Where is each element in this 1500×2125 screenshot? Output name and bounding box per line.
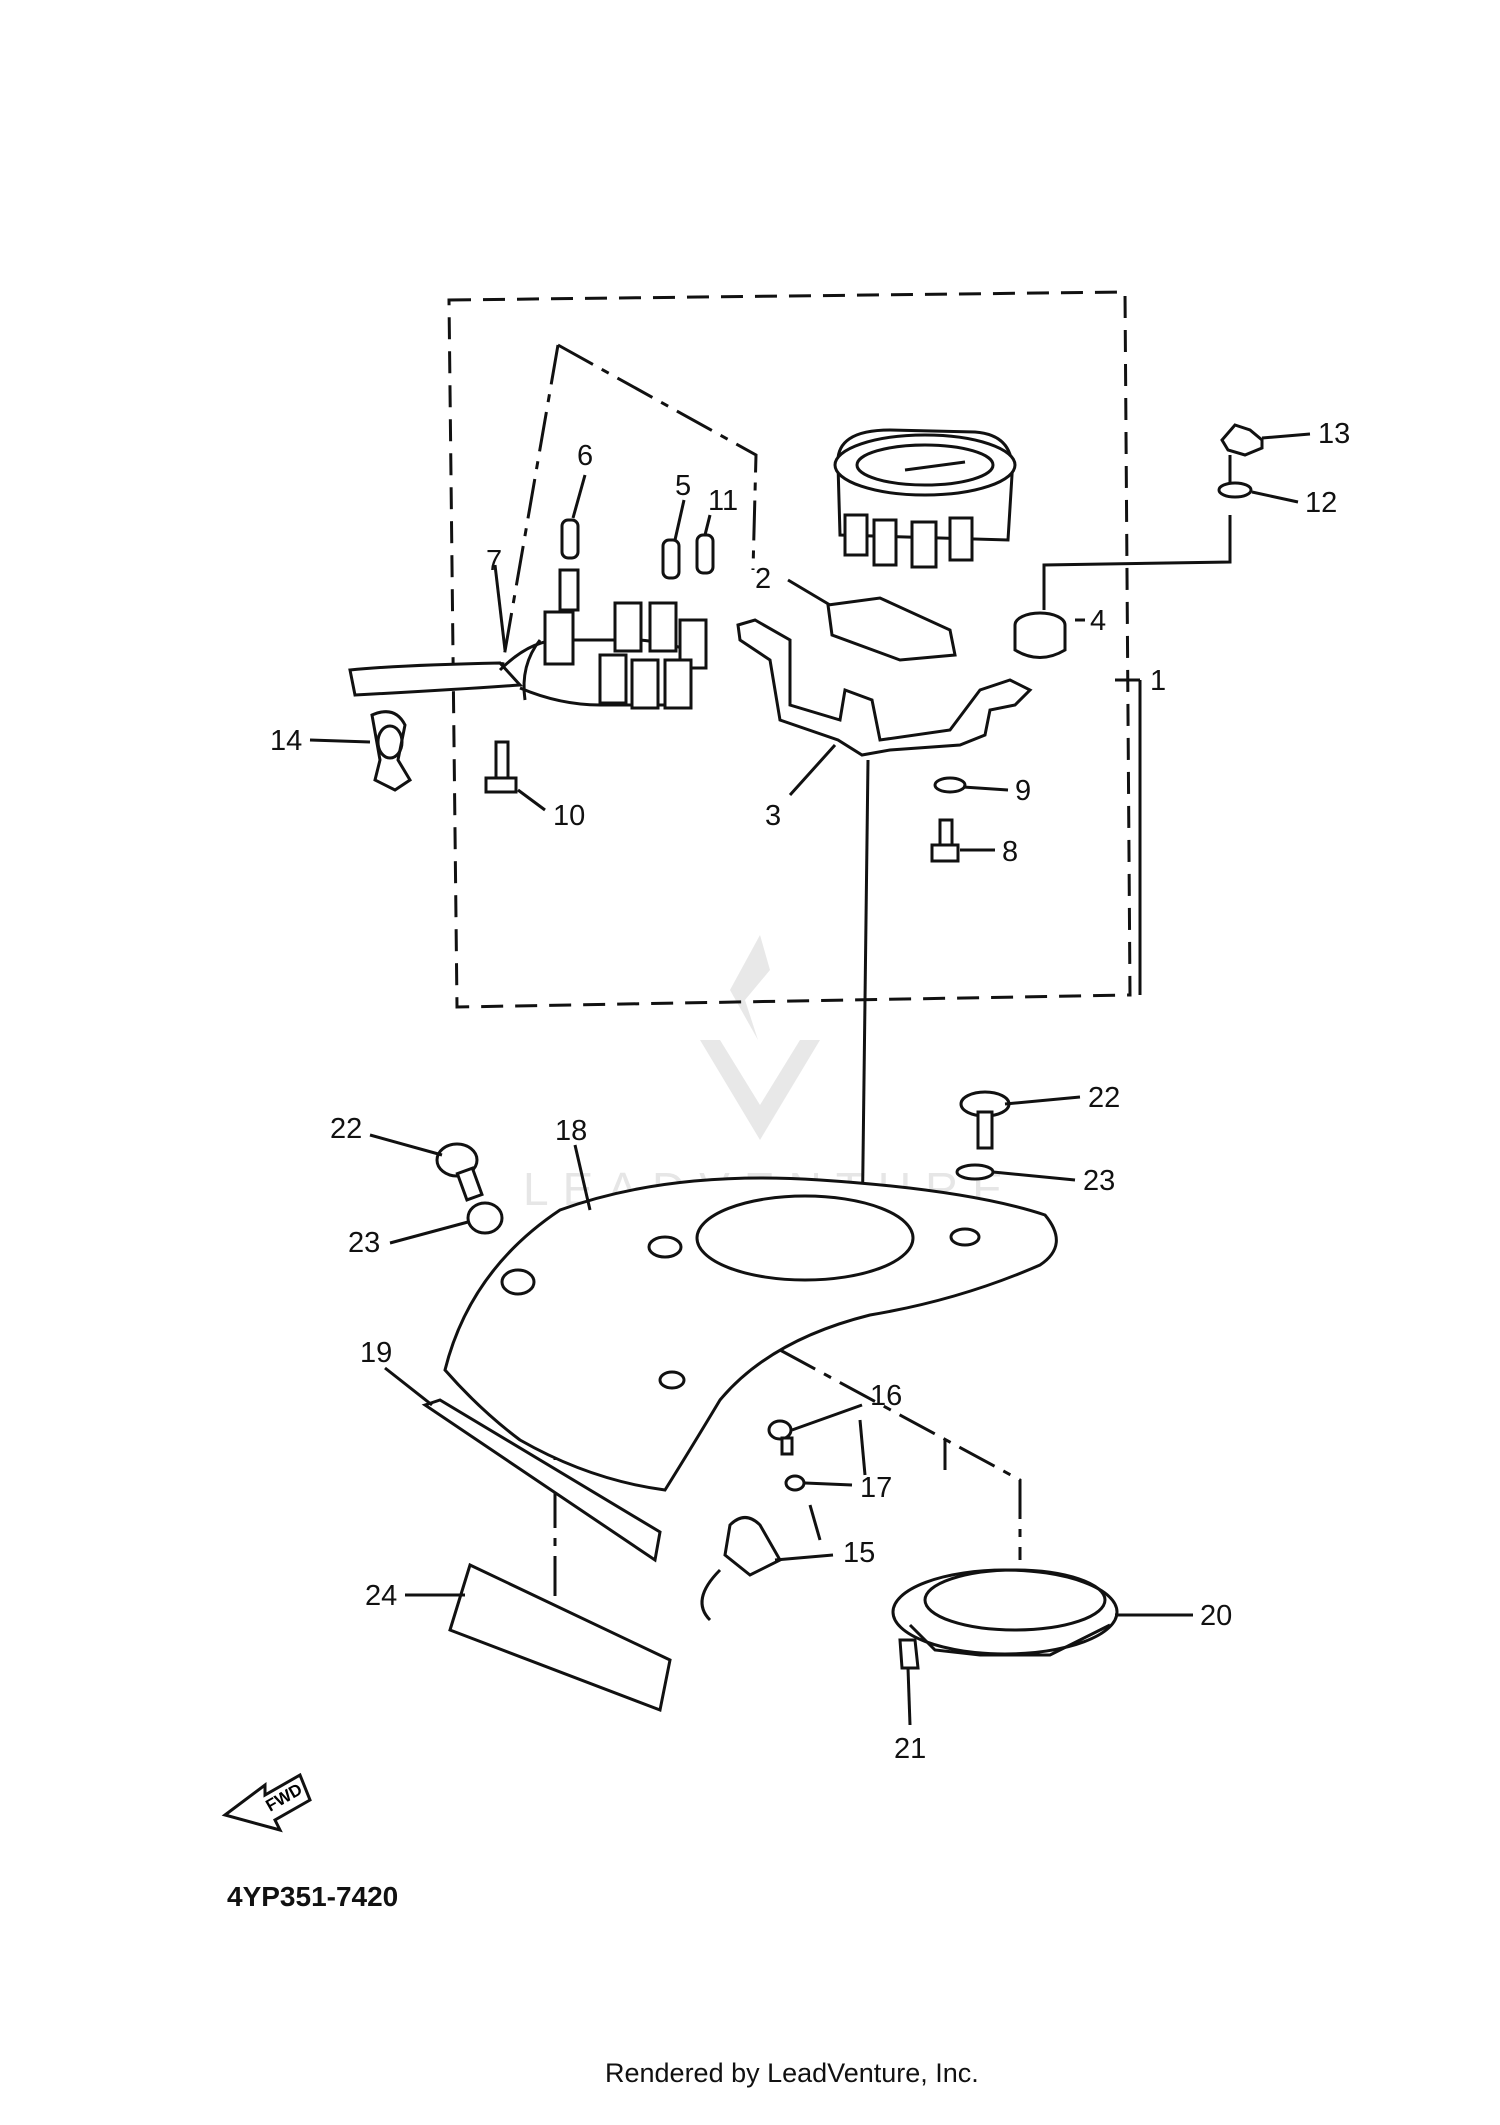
callout-4: 4 bbox=[1090, 605, 1106, 637]
callout-10: 10 bbox=[553, 800, 585, 832]
leadventure-watermark: LEADVENTURE bbox=[523, 935, 1003, 1215]
switch-part-15 bbox=[700, 1516, 783, 1622]
chain-line-right bbox=[779, 1348, 1022, 1560]
washer-part-23-right bbox=[955, 1163, 995, 1181]
cover-part-18 bbox=[443, 1176, 1058, 1492]
clamp-part-14 bbox=[370, 710, 413, 792]
callout-19: 19 bbox=[360, 1337, 392, 1369]
washer-part-23-left bbox=[466, 1201, 504, 1235]
callout-23-right: 23 bbox=[1083, 1165, 1115, 1197]
washer-part-12 bbox=[1217, 481, 1253, 499]
callout-20: 20 bbox=[1200, 1600, 1232, 1632]
nut-part-13 bbox=[1220, 423, 1264, 457]
diagram-code: 4YP351-7420 bbox=[227, 1881, 399, 1912]
callout-5: 5 bbox=[675, 470, 691, 502]
callout-3: 3 bbox=[765, 800, 781, 832]
leader-lines bbox=[808, 515, 1232, 1541]
callout-24: 24 bbox=[365, 1580, 397, 1612]
bolt-part-22-left bbox=[435, 1142, 484, 1202]
bolt-part-22-right bbox=[959, 1090, 1011, 1150]
callout-9: 9 bbox=[1015, 775, 1031, 807]
callout-12: 12 bbox=[1305, 487, 1337, 519]
bracket-part-3 bbox=[736, 618, 1033, 757]
callout-18: 18 bbox=[555, 1115, 587, 1147]
washer-part-17 bbox=[784, 1474, 806, 1492]
callout-16: 16 bbox=[870, 1380, 902, 1412]
footer-credit: Rendered by LeadVenture, Inc. bbox=[605, 2058, 979, 2088]
callout-15: 15 bbox=[843, 1537, 875, 1569]
meter-head bbox=[833, 428, 1017, 569]
plate-part-24 bbox=[448, 1562, 672, 1713]
callout-21: 21 bbox=[894, 1733, 926, 1765]
clip-part-21 bbox=[898, 1638, 920, 1670]
callout-13: 13 bbox=[1318, 418, 1350, 450]
screw-part-16 bbox=[767, 1419, 794, 1456]
washer-part-9 bbox=[933, 776, 967, 794]
bulb-harness bbox=[348, 518, 715, 710]
callout-14: 14 bbox=[270, 725, 302, 757]
ring-part-20 bbox=[891, 1568, 1119, 1657]
callout-11: 11 bbox=[708, 485, 738, 517]
callout-2: 2 bbox=[755, 563, 771, 595]
callout-23-left: 23 bbox=[348, 1227, 380, 1259]
grommet-part-4 bbox=[1013, 611, 1067, 659]
callout-17: 17 bbox=[860, 1472, 892, 1504]
chain-line-left bbox=[498, 344, 560, 681]
bolt-part-8 bbox=[930, 818, 960, 863]
callout-8: 8 bbox=[1002, 836, 1018, 868]
chain-line-top bbox=[557, 343, 758, 571]
callout-7: 7 bbox=[486, 545, 502, 577]
strip-part-19 bbox=[421, 1398, 662, 1563]
assembly-1-outline bbox=[447, 290, 1132, 1009]
screw-part-10 bbox=[484, 740, 518, 794]
fwd-arrow-icon: FWD bbox=[221, 1772, 312, 1833]
callout-22-right: 22 bbox=[1088, 1082, 1120, 1114]
callout-1: 1 bbox=[1150, 665, 1166, 697]
callouts: 1 2 3 4 5 6 7 8 9 10 11 12 13 14 15 16 1… bbox=[270, 418, 1350, 1765]
gasket-part-2 bbox=[826, 596, 957, 662]
callout-6: 6 bbox=[577, 440, 593, 472]
callout-22-left: 22 bbox=[330, 1113, 362, 1145]
